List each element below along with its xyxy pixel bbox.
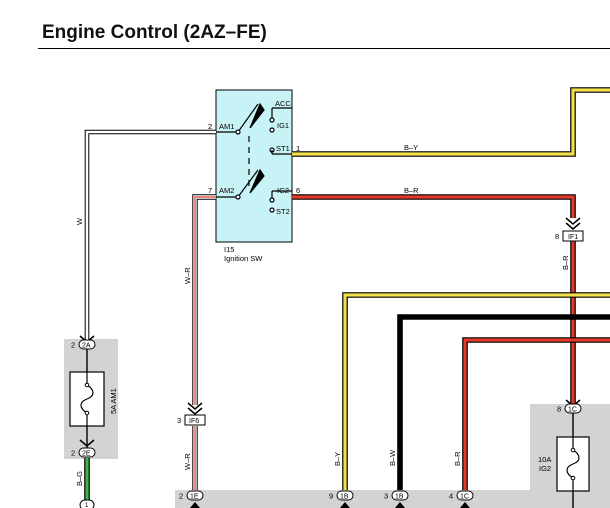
connector-2a-code: 2A [82, 343, 91, 350]
pin-st1: 1 [296, 144, 300, 153]
label-b-r-bottom: B–R [453, 451, 462, 466]
connector-1b-a-code: 1B [340, 494, 349, 501]
connector-1c-bottom-code: 1C [460, 494, 469, 501]
connector-2a [78, 335, 96, 350]
connector-if1 [562, 217, 584, 242]
connector-if1-pin: 8 [555, 232, 559, 241]
label-b-r-top: B–R [404, 186, 419, 195]
terminal-st2: ST2 [276, 207, 290, 216]
label-b-g: B–G [75, 471, 84, 486]
junction-block-bottom [175, 490, 610, 508]
connector-2e-pin: 2 [71, 449, 75, 458]
connector-if6 [184, 402, 206, 426]
fuse-ig2 [556, 436, 590, 492]
wire-b-y-bottom [342, 292, 610, 490]
connector-1b-a-pin: 9 [329, 492, 333, 501]
connector-1b-b-code: 1B [395, 494, 404, 501]
terminal-st1: ST1 [276, 144, 290, 153]
label-b-r-vertical: B–R [561, 255, 570, 270]
pin-ig2: 6 [296, 186, 300, 195]
connector-if1-code: IF1 [568, 234, 578, 241]
connector-1c-bottom-pin: 4 [449, 492, 453, 501]
connector-if6-pin: 3 [177, 416, 181, 425]
switch-ref: I15 [224, 245, 234, 254]
terminal-ig1: IG1 [277, 121, 289, 130]
pin-am1: 2 [208, 122, 212, 131]
connector-1c-bottom [456, 490, 474, 508]
fuse-ig2-amp: 10A [538, 455, 551, 464]
fuse-ig2-name: IG2 [539, 464, 551, 473]
label-w-r-upper: W–R [183, 267, 192, 284]
connector-if6-code: IF6 [189, 418, 199, 425]
page-title: Engine Control (2AZ–FE) [42, 22, 267, 43]
label-b-y-top: B–Y [404, 143, 418, 152]
connector-1c-top [564, 399, 582, 414]
connector-1c-top-pin: 8 [557, 405, 561, 414]
connector-1b-b [391, 490, 409, 508]
label-b-w-bottom: B–W [388, 449, 397, 466]
connector-1e [186, 490, 204, 508]
wire-w [84, 129, 216, 340]
ignition-switch-box [215, 89, 293, 243]
fuse-am1-label: 5A AM1 [109, 388, 118, 414]
label-w-r-lower: W–R [183, 453, 192, 470]
wire-b-r-bottom [462, 337, 610, 490]
connector-1b-a [336, 490, 354, 508]
wire-w-r-upper [192, 194, 216, 405]
switch-name: Ignition SW [224, 254, 263, 263]
connector-bottom-stub [79, 499, 95, 508]
connector-2a-pin: 2 [71, 341, 75, 350]
connector-1e-pin: 2 [179, 492, 183, 501]
connector-2e [78, 439, 96, 458]
switch-internals [216, 102, 292, 213]
connector-1b-b-pin: 3 [384, 492, 388, 501]
wire-b-y-top [292, 87, 610, 157]
terminal-am1: AM1 [219, 122, 234, 131]
title-rule [38, 48, 610, 49]
connector-2e-code: 2E [82, 451, 91, 458]
pin-am2: 7 [208, 186, 212, 195]
terminal-am2: AM2 [219, 186, 234, 195]
label-b-y-bottom: B–Y [333, 452, 342, 466]
connector-bottom-stub-pin: 1 [85, 503, 89, 508]
wire-b-w-bottom [397, 314, 610, 490]
fuse-am1 [69, 371, 105, 427]
label-w: W [75, 217, 84, 225]
wire-b-r-top [292, 194, 576, 218]
terminal-ig2: IG2 [277, 186, 289, 195]
terminal-acc: ACC [275, 99, 291, 108]
connector-1e-code: 1E [190, 494, 199, 501]
connector-1c-top-code: 1C [568, 407, 577, 414]
